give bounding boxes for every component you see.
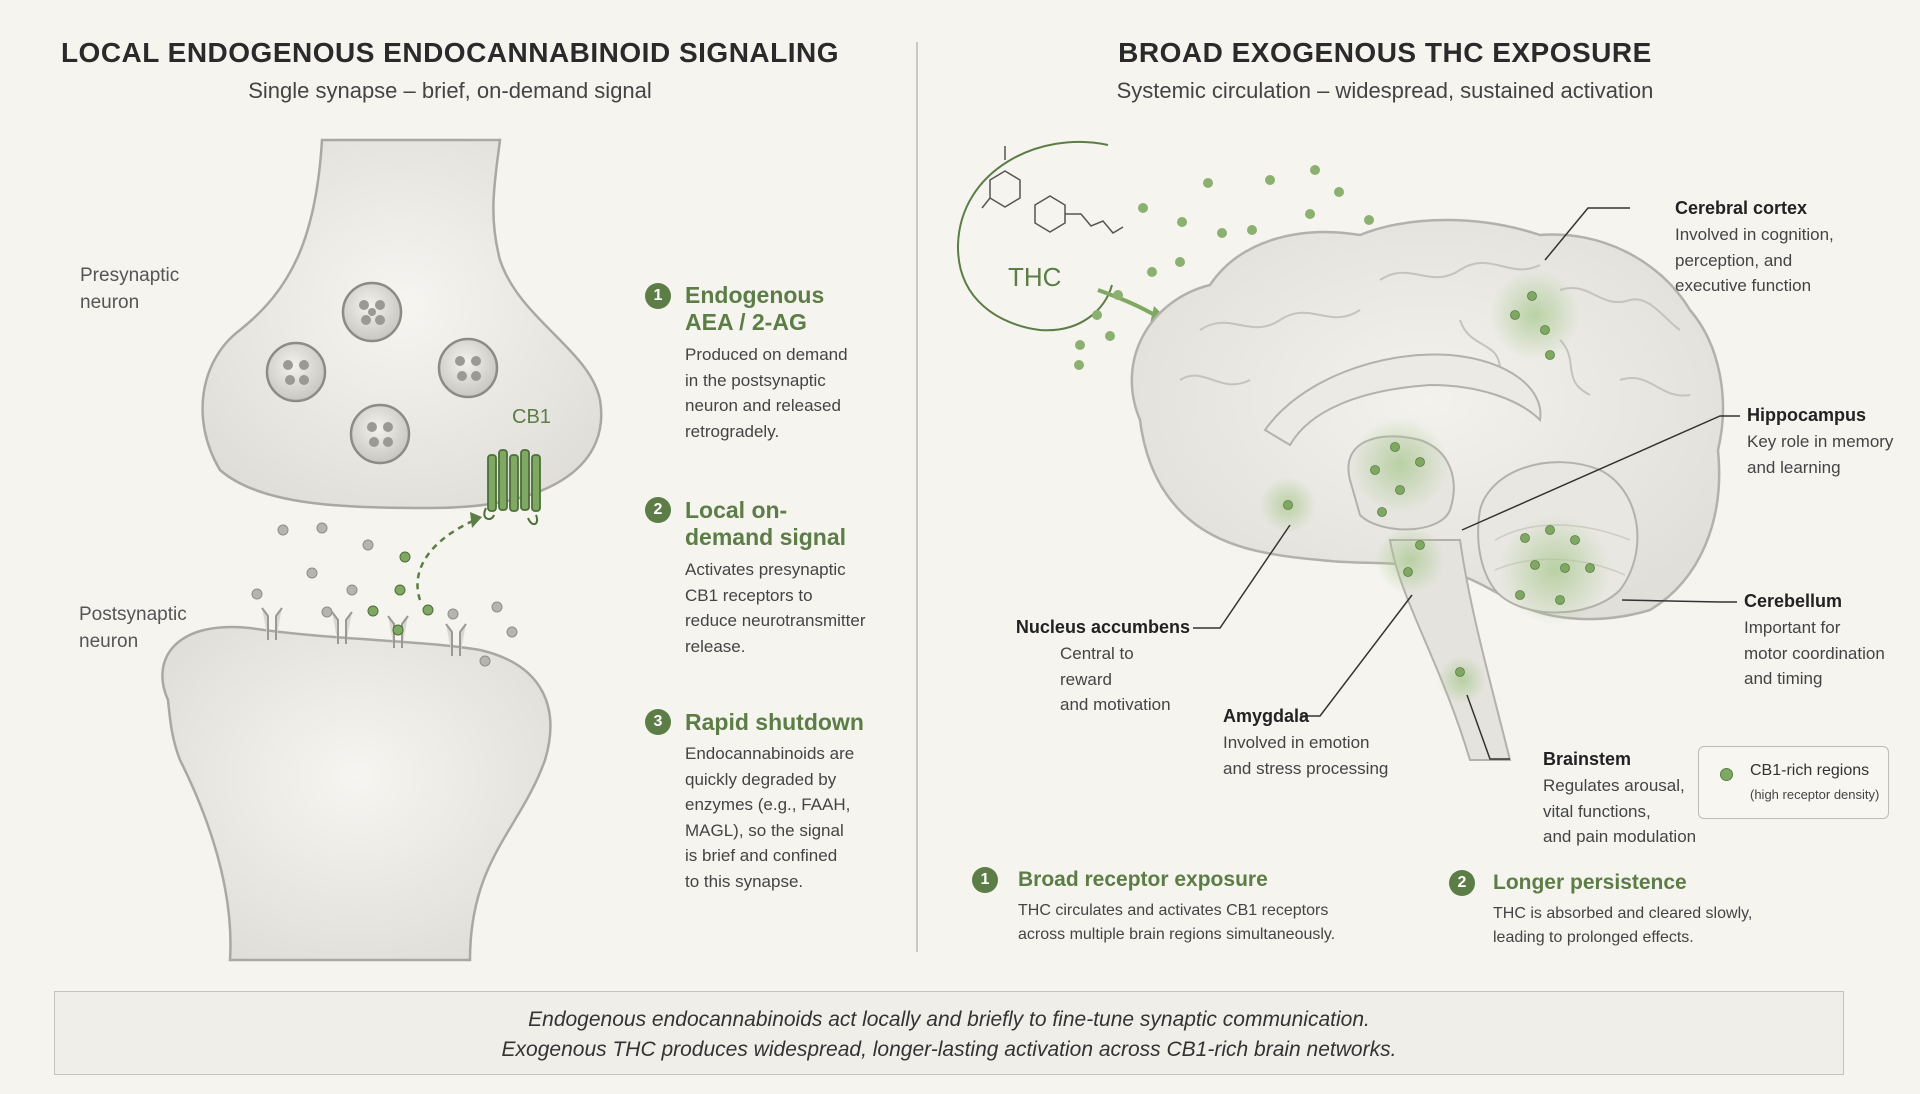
- brainstem-region: [1438, 656, 1486, 704]
- cortex-region: [1490, 270, 1580, 360]
- cb1-dots: [1283, 291, 1595, 677]
- step-3-title: Rapid shutdown: [685, 709, 864, 735]
- thc-molecule-label: THC: [1008, 262, 1061, 292]
- region-brainstem: Brainstem Regulates arousal,vital functi…: [1543, 749, 1713, 850]
- retrograde-arrow: [416, 518, 476, 601]
- amygdala-region: [1376, 526, 1444, 594]
- brain-illustration: THC: [956, 140, 1740, 761]
- corpus-callosum: [1263, 353, 1542, 447]
- endocannabinoid-molecules: [367, 551, 434, 636]
- region-amygdala-title: Amygdala: [1223, 706, 1310, 726]
- left-panel-title: LOCAL ENDOGENOUS ENDOCANNABINOID SIGNALI…: [60, 37, 840, 68]
- region-brainstem-body: Regulates arousal,vital functions,and pa…: [1543, 776, 1697, 846]
- cerebellum-region: [1500, 515, 1610, 625]
- step-3-number: 3: [645, 709, 671, 735]
- presynaptic-terminal: [201, 138, 603, 510]
- legend: CB1-rich regions (high receptor density): [1698, 746, 1889, 819]
- neurotransmitter-molecules: [251, 522, 518, 667]
- postsynaptic-terminal: [161, 625, 552, 962]
- point-1-number: 1: [972, 867, 998, 893]
- step-2-title: Local on-demand signal: [685, 497, 847, 550]
- region-cortex-title: Cerebral cortex: [1675, 198, 1808, 218]
- step-2: Local on-demand signal Activates presyna…: [685, 497, 885, 659]
- step-2-number: 2: [645, 497, 671, 523]
- region-hippocampus-title: Hippocampus: [1747, 405, 1867, 425]
- point-2-number: 2: [1449, 870, 1475, 896]
- legend-note: (high receptor density): [1750, 787, 1880, 802]
- footer-line-2: Exogenous THC produces widespread, longe…: [501, 1038, 1397, 1061]
- point-1: Broad receptor exposure THC circulates a…: [1018, 866, 1378, 947]
- postsynaptic-receptors: [261, 607, 467, 656]
- summary-footer: Endogenous endocannabinoids act locally …: [54, 991, 1844, 1075]
- footer-line-1: Endogenous endocannabinoids act locally …: [528, 1008, 1370, 1031]
- region-cortex: Cerebral cortex Involved in cognition,pe…: [1675, 198, 1895, 299]
- cb1-receptor: [487, 449, 541, 512]
- brainstem-shape: [1388, 539, 1512, 761]
- cb1-label: CB1: [512, 406, 551, 428]
- region-brainstem-title: Brainstem: [1543, 749, 1632, 769]
- point-2-body: THC is absorbed and cleared slowly,leadi…: [1493, 905, 1753, 946]
- thc-arrow: [1097, 288, 1162, 320]
- point-2: Longer persistence THC is absorbed and c…: [1493, 869, 1833, 950]
- left-panel-subtitle: Single synapse – brief, on-demand signal: [248, 78, 652, 103]
- thc-molecule: [956, 140, 1124, 332]
- region-accumbens-title: Nucleus accumbens: [1015, 617, 1190, 637]
- point-1-title: Broad receptor exposure: [1018, 868, 1268, 891]
- right-panel-subtitle: Systemic circulation – widespread, susta…: [1116, 78, 1654, 103]
- right-panel-title: BROAD EXOGENOUS THC EXPOSURE: [1118, 37, 1652, 68]
- hippocampus-region: [1352, 417, 1448, 513]
- panel-divider: [916, 42, 918, 952]
- point-2-title: Longer persistence: [1493, 871, 1687, 894]
- point-1-body: THC circulates and activates CB1 recepto…: [1018, 902, 1336, 943]
- step-1-number: 1: [645, 283, 671, 309]
- synapse-illustration: [161, 138, 603, 962]
- region-cerebellum-title: Cerebellum: [1744, 591, 1843, 611]
- legend-label: CB1-rich regions: [1750, 762, 1870, 779]
- legend-dot-icon: [1720, 768, 1733, 781]
